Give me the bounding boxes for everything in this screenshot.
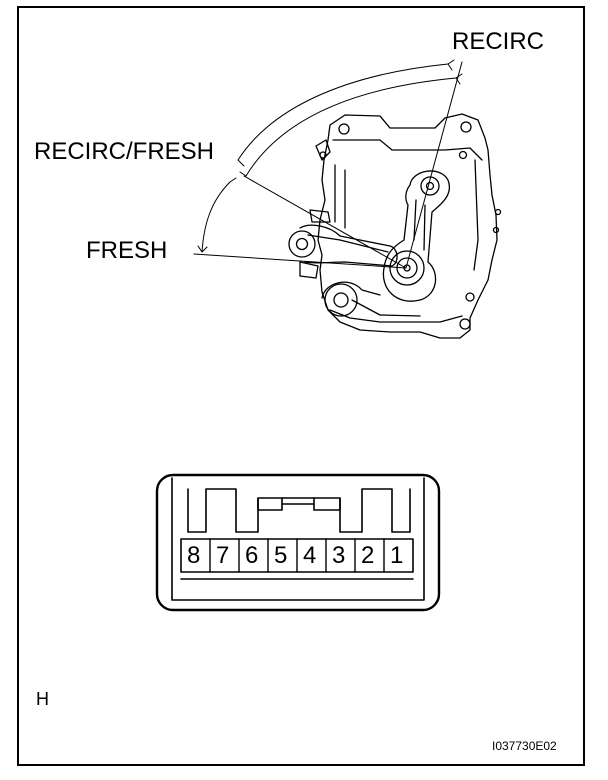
figure-frame (17, 6, 585, 766)
recirc-label: RECIRC (452, 28, 545, 55)
recirc-fresh-label: RECIRC/FRESH (34, 138, 215, 165)
figure-code: I037730E02 (492, 739, 557, 753)
view-code: H (36, 689, 49, 709)
connector-pin: 3 (332, 542, 346, 569)
connector-pin: 1 (390, 542, 404, 569)
connector-pin: 6 (245, 542, 259, 569)
connector-pin: 4 (303, 542, 317, 569)
connector-pin: 8 (187, 542, 201, 569)
position-indicators (193, 59, 463, 269)
fresh-label: FRESH (86, 237, 168, 264)
connector-pin: 5 (274, 542, 288, 569)
lever-linkage (288, 170, 451, 317)
actuator-housing (315, 113, 502, 339)
connector-pin: 7 (216, 542, 230, 569)
connector-pin: 2 (361, 542, 375, 569)
connector-pin-cells (209, 538, 385, 573)
